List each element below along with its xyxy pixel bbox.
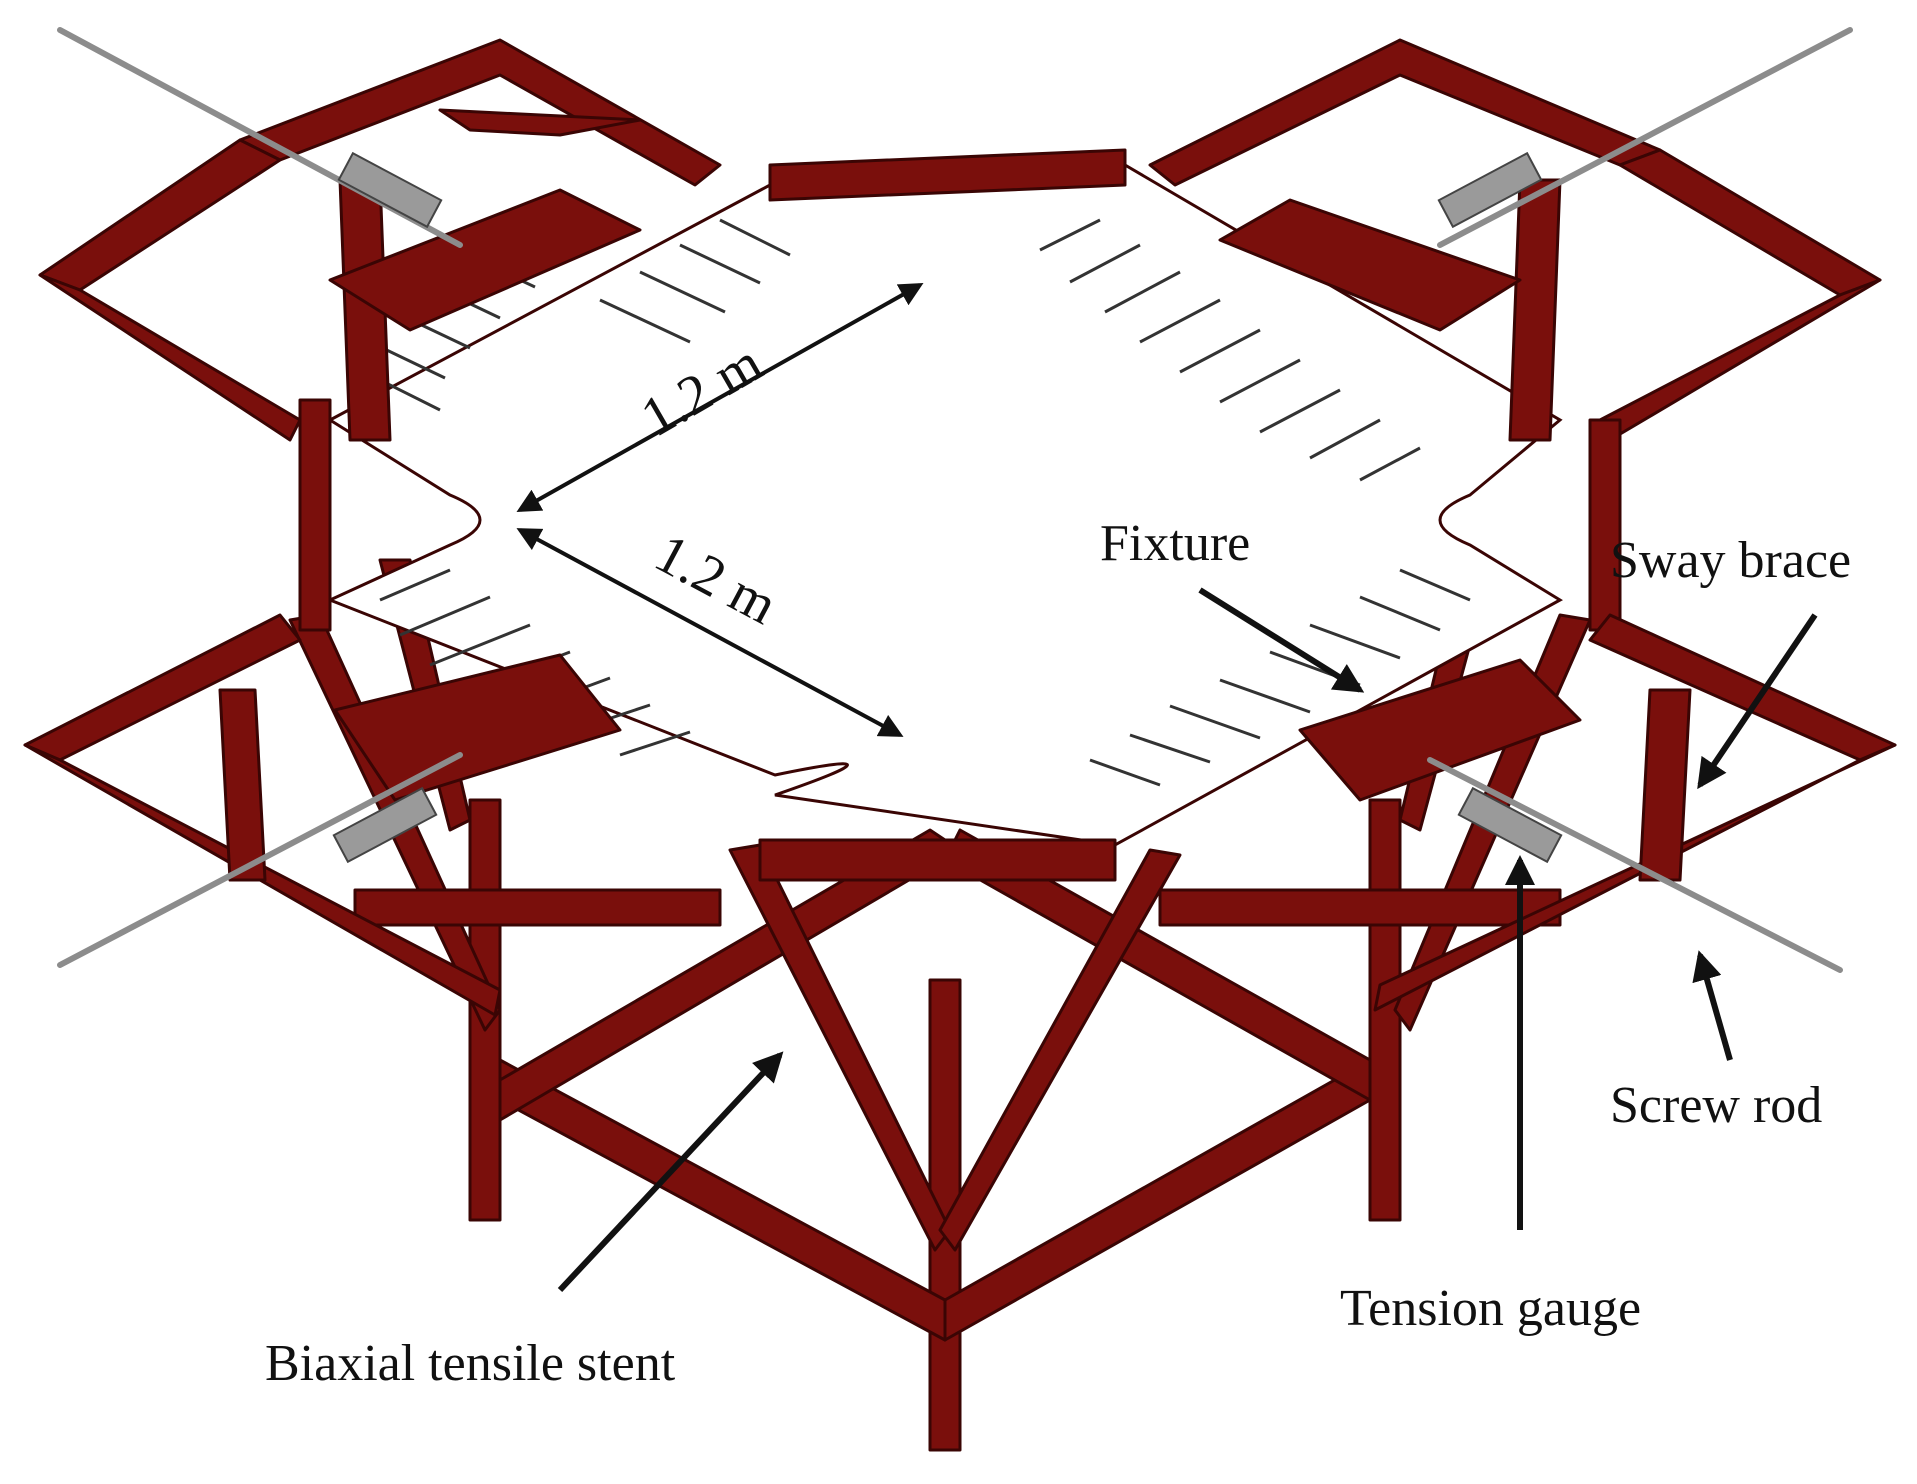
biaxial-tensile-stent-label: Biaxial tensile stent <box>265 1335 676 1392</box>
tl-tri <box>438 108 642 137</box>
tr-outer-bottom <box>1598 278 1882 442</box>
screw-rod-tr <box>1437 27 1853 248</box>
br-outer-top <box>1588 613 1897 762</box>
gauge-tl <box>337 151 443 229</box>
tr-vertical <box>1588 418 1622 632</box>
screw-rod-arrow <box>1692 950 1733 1061</box>
mid-bar-left <box>353 888 722 927</box>
tr-outer-right <box>1618 148 1882 297</box>
stent-arrow <box>557 1051 784 1293</box>
dim-arrow-lower <box>516 528 904 737</box>
plate-br <box>1298 658 1582 802</box>
callout-arrows <box>557 587 1818 1293</box>
tl-vertical <box>298 398 332 632</box>
tr-outer <box>1148 38 1662 187</box>
fixture-arrow <box>1198 587 1365 693</box>
sway-brace-label: Sway brace <box>1610 532 1851 589</box>
gauge-tr <box>1437 151 1543 229</box>
mid-bar-right <box>1158 888 1562 927</box>
tl-outer-bottom <box>38 273 302 442</box>
screw-rod-bl <box>57 752 463 968</box>
plate-tr <box>1218 198 1522 332</box>
sway-brace-arrow <box>1697 613 1818 790</box>
plate-tl <box>328 188 642 332</box>
br-post <box>1638 688 1692 882</box>
bl-post <box>218 688 267 882</box>
brace-right-center <box>938 848 1182 1252</box>
tension-gauges <box>332 151 1563 864</box>
fixture-label: Fixture <box>1100 515 1250 572</box>
bottom-mid-bar <box>758 838 1117 882</box>
tr-post <box>1508 178 1562 442</box>
tension-gauge-label: Tension gauge <box>1340 1280 1641 1337</box>
gauge-br <box>1457 786 1563 864</box>
gauge-bl <box>332 786 438 864</box>
lower-rail-right <box>943 1058 1372 1342</box>
screw-rod-br <box>1427 757 1843 973</box>
screw-rod-label: Screw rod <box>1610 1077 1822 1134</box>
top-mid-bar <box>768 148 1127 202</box>
tl-outer-left <box>38 138 282 292</box>
br-outer-bottom <box>1373 743 1897 1012</box>
dim-arrow-upper <box>516 283 924 512</box>
dimension-arrows <box>516 283 924 737</box>
